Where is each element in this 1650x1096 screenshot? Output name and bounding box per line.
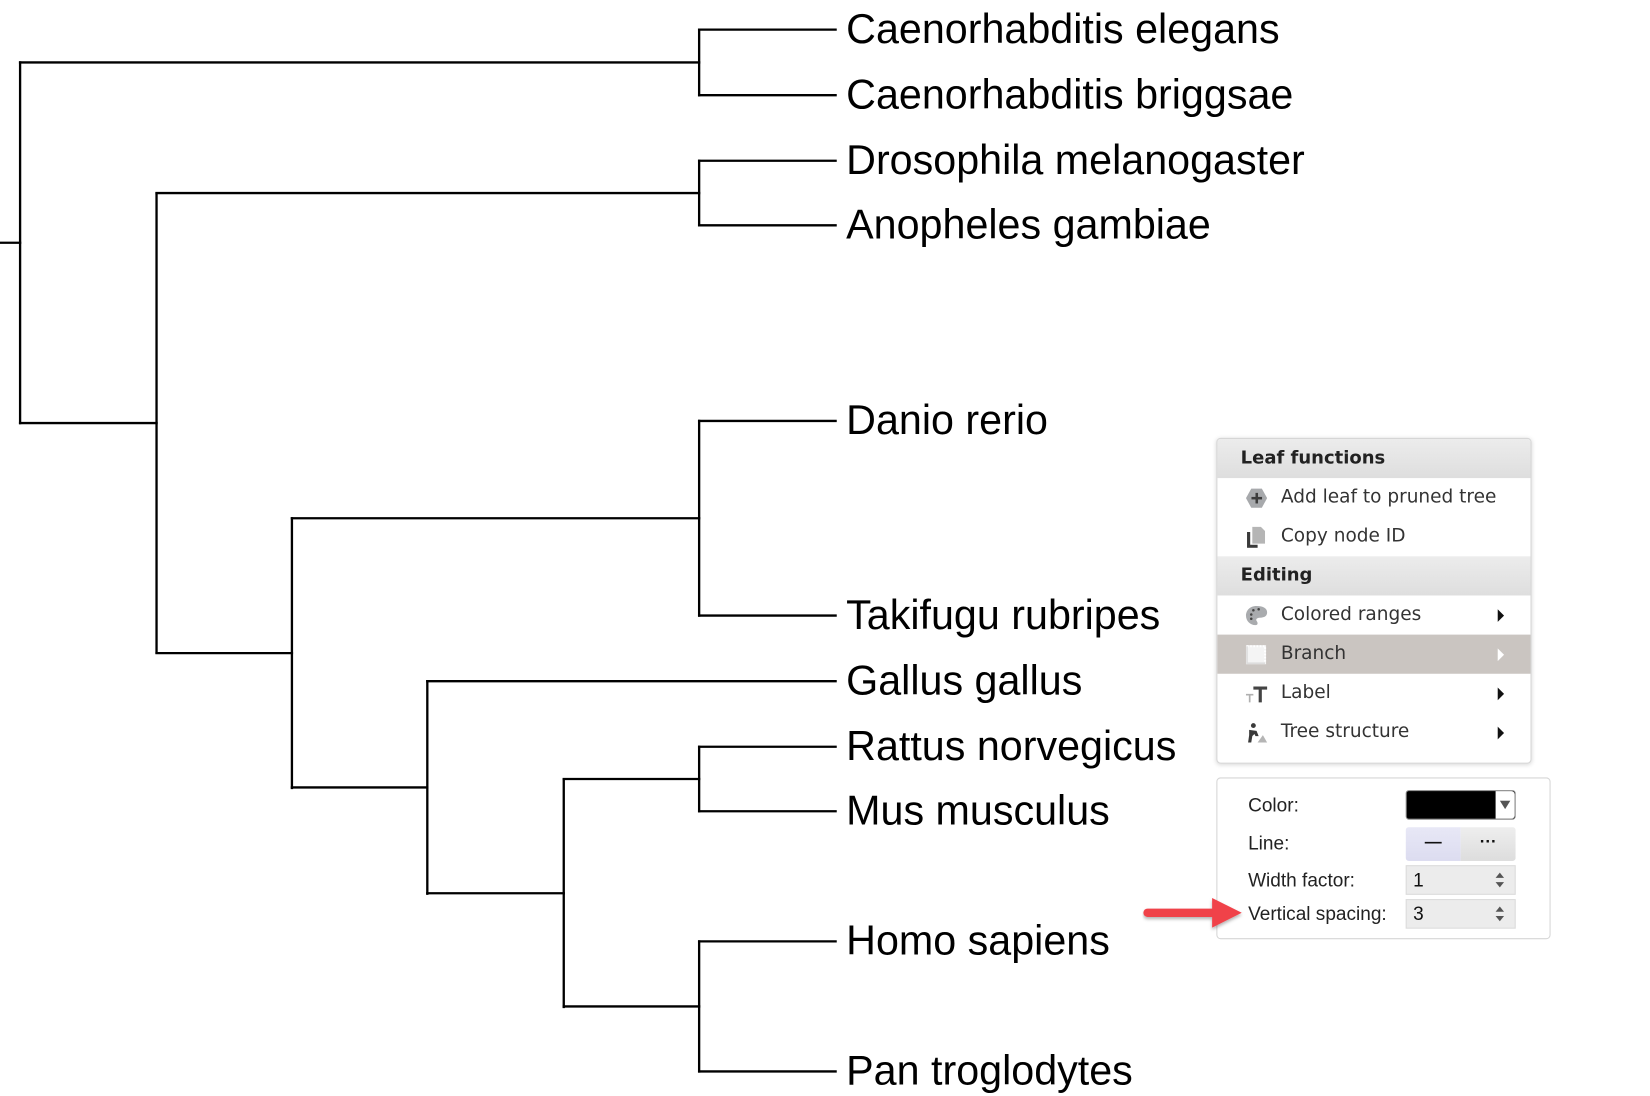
leaf-label[interactable]: Takifugu rubripes: [846, 592, 1161, 639]
width-factor-label: Width factor:: [1248, 869, 1355, 891]
branch-color-picker[interactable]: [1405, 790, 1516, 820]
spinner-arrows-icon[interactable]: [1495, 872, 1506, 889]
spinner-arrows-icon[interactable]: [1495, 905, 1506, 922]
menu-item-branch[interactable]: Branch: [1217, 634, 1531, 674]
palette-icon: [1245, 606, 1268, 626]
leaf-label[interactable]: Gallus gallus: [846, 658, 1083, 704]
menu-item-label: Add leaf to pruned tree: [1280, 486, 1497, 508]
menu-item-colored-ranges[interactable]: Colored ranges: [1217, 595, 1530, 634]
leaf-label[interactable]: Rattus norvegicus: [846, 723, 1177, 770]
leaf-label[interactable]: Caenorhabditis elegans: [846, 6, 1280, 53]
menu-item-label: Label: [1280, 682, 1331, 704]
section-leaf-functions: Leaf functions: [1217, 438, 1531, 479]
section-editing: Editing: [1217, 556, 1531, 596]
menu-item-label: Tree structure: [1280, 721, 1410, 743]
menu-item-copy-node-id[interactable]: Copy node ID: [1217, 517, 1530, 556]
add-hexagon-icon: [1245, 488, 1268, 508]
menu-item-label: Colored ranges: [1280, 603, 1422, 626]
menu-item-tree-structure[interactable]: Tree structure: [1217, 713, 1530, 752]
submenu-arrow-icon: [1497, 609, 1505, 622]
submenu-arrow-icon: [1497, 687, 1505, 701]
branch-options-panel: Color: Line: — ··· Width factor: 1 Verti…: [1216, 777, 1551, 940]
line-solid-button[interactable]: —: [1405, 827, 1461, 861]
vertical-spacing-input[interactable]: 3: [1405, 899, 1516, 929]
menu-item-add-leaf[interactable]: Add leaf to pruned tree: [1217, 478, 1530, 517]
copy-icon: [1247, 526, 1266, 548]
vertical-spacing-label: Vertical spacing:: [1248, 903, 1387, 925]
leaf-label[interactable]: Mus musculus: [846, 788, 1110, 834]
leaf-label[interactable]: Homo sapiens: [846, 918, 1110, 965]
context-menu: Leaf functions Add leaf to pruned tree C…: [1216, 437, 1532, 764]
vertical-spacing-value: 3: [1413, 903, 1424, 925]
submenu-arrow-icon: [1497, 648, 1505, 662]
submenu-arrow-icon: [1497, 726, 1505, 740]
line-dotted-button[interactable]: ···: [1460, 827, 1516, 861]
menu-item-label: Branch: [1280, 643, 1347, 665]
line-label: Line:: [1248, 832, 1290, 854]
width-factor-input[interactable]: 1: [1405, 865, 1516, 895]
worker-icon: [1248, 723, 1268, 743]
text-size-icon: [1245, 686, 1268, 703]
leaf-label[interactable]: Anopheles gambiae: [846, 202, 1211, 249]
leaf-label[interactable]: Pan troglodytes: [846, 1048, 1133, 1095]
menu-item-label: Copy node ID: [1280, 525, 1406, 547]
menu-item-label-submenu[interactable]: Label: [1217, 674, 1530, 713]
width-factor-value: 1: [1413, 869, 1424, 891]
line-style-toggle: — ···: [1405, 827, 1516, 861]
leaf-label[interactable]: Danio rerio: [846, 398, 1048, 444]
leaf-label[interactable]: Caenorhabditis briggsae: [846, 72, 1294, 118]
color-label: Color:: [1248, 794, 1299, 816]
leaf-label[interactable]: Drosophila melanogaster: [846, 138, 1305, 184]
chevron-down-icon[interactable]: [1495, 791, 1515, 819]
branch-icon: [1245, 645, 1267, 665]
